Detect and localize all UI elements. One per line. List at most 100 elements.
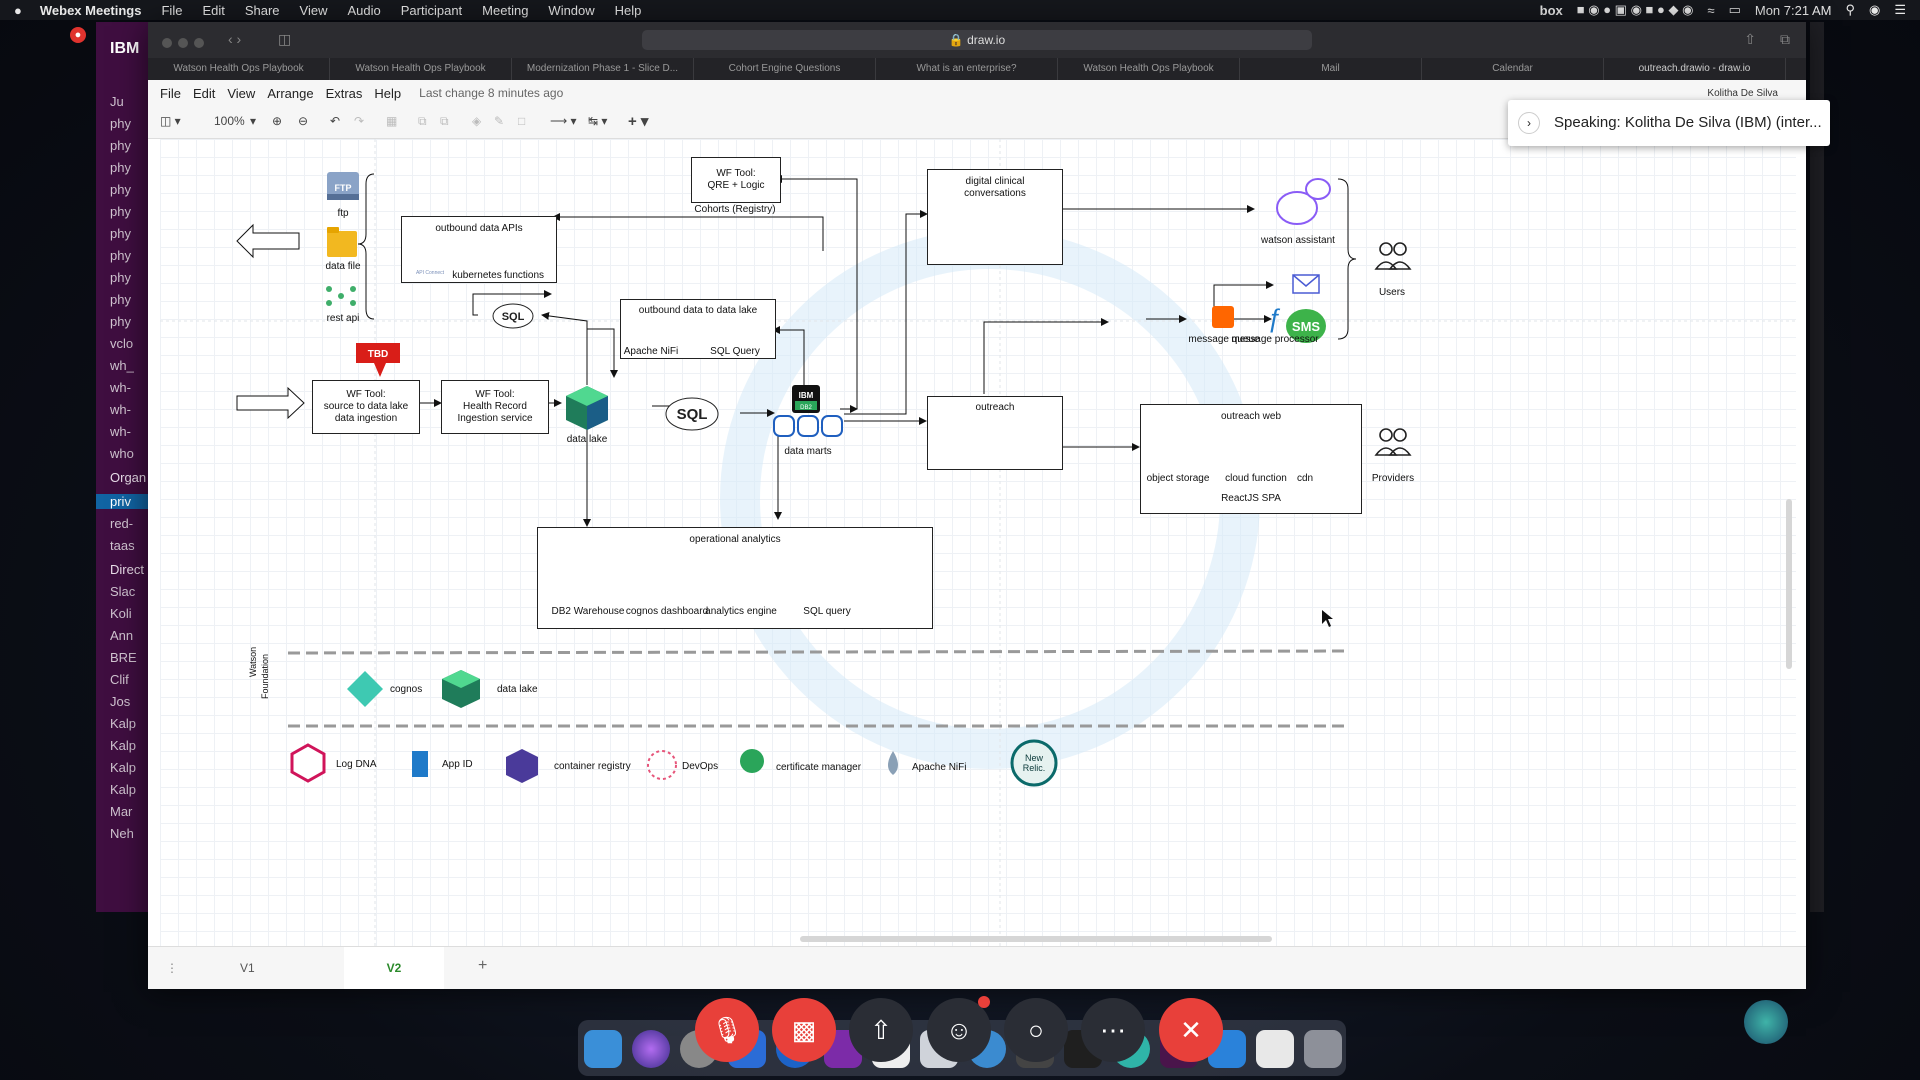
menu-meeting[interactable]: Meeting — [482, 2, 529, 18]
slack-sidebar-item[interactable]: Mar — [110, 804, 133, 819]
slack-org[interactable]: IBM — [110, 40, 140, 57]
chat-button[interactable]: ○ — [1004, 998, 1068, 1062]
slack-sidebar-item[interactable]: wh- — [110, 380, 131, 395]
clock[interactable]: Mon 7:21 AM — [1754, 2, 1832, 18]
slack-sidebar-item[interactable]: phy — [110, 248, 131, 263]
webex-record-icon[interactable]: ● — [70, 27, 86, 43]
notification-icon[interactable]: ☰ — [1894, 2, 1906, 17]
finder-icon[interactable] — [584, 1030, 622, 1068]
slack-sidebar-item[interactable]: Ann — [110, 628, 134, 643]
wf-health-box[interactable]: WF Tool: Health Record Ingestion service — [441, 380, 549, 434]
wf-qre-box[interactable]: WF Tool: QRE + Logic — [691, 157, 781, 203]
slack-sidebar-item[interactable]: Kalp — [110, 782, 137, 797]
browser-tab[interactable]: What is an enterprise? — [876, 58, 1058, 80]
outreach-web-box[interactable]: outreach web object storage cloud functi… — [1140, 404, 1362, 514]
slack-sidebar-item[interactable]: vclo — [110, 336, 134, 351]
add-page-icon[interactable]: + — [478, 957, 488, 974]
slack-sidebar-item[interactable]: Kalp — [110, 738, 137, 753]
format-panel-icon[interactable]: ◫ ▾ — [160, 114, 181, 128]
undo-icon[interactable]: ↶ — [330, 114, 341, 128]
zoom-in-icon[interactable]: ⊕ — [272, 114, 283, 128]
share-screen-button[interactable]: ⇧ — [849, 998, 913, 1062]
last-change[interactable]: Last change 8 minutes ago — [419, 86, 564, 100]
trash-icon[interactable] — [1304, 1030, 1342, 1068]
search-icon[interactable]: ⚲ — [1845, 2, 1855, 17]
redo-icon[interactable]: ↷ — [354, 114, 365, 128]
browser-tab[interactable]: Modernization Phase 1 - Slice D... — [512, 58, 694, 80]
menu-participant[interactable]: Participant — [400, 2, 463, 18]
slack-sidebar-item[interactable]: phy — [110, 116, 131, 131]
slack-sidebar-item[interactable]: phy — [110, 292, 131, 307]
document-icon[interactable] — [1256, 1030, 1294, 1068]
slack-sidebar-item[interactable]: Neh — [110, 826, 134, 841]
browser-tab[interactable]: outreach.drawio - draw.io — [1604, 58, 1786, 80]
waypoints-icon[interactable]: ↹ ▾ — [588, 114, 608, 128]
slack-sidebar-item[interactable]: Slac — [110, 584, 136, 599]
page-tab-v1[interactable]: V1 — [240, 961, 255, 975]
mute-button[interactable]: 🎙 — [695, 998, 759, 1062]
slack-sidebar-item[interactable]: Kalp — [110, 716, 137, 731]
slack-sidebar-item[interactable]: red- — [110, 516, 134, 531]
slack-sidebar-item[interactable]: taas — [110, 538, 135, 553]
slack-sidebar-item[interactable]: phy — [110, 226, 131, 241]
drawio-menu-view[interactable]: View — [227, 85, 256, 101]
browser-tab[interactable]: Mail — [1240, 58, 1422, 80]
shadow-icon[interactable]: □ — [518, 114, 526, 128]
speaking-indicator[interactable]: › Speaking: Kolitha De Silva (IBM) (inte… — [1508, 100, 1830, 146]
outreach-box[interactable]: outreach — [927, 396, 1063, 470]
to-front-icon[interactable]: ⧉ — [418, 114, 427, 128]
slack-sidebar-item[interactable]: Direct — [110, 562, 144, 577]
zoom-dropdown-icon[interactable]: ▾ — [250, 114, 257, 128]
menu-file[interactable]: File — [161, 2, 183, 18]
browser-tab[interactable]: Calendar — [1422, 58, 1604, 80]
page-tab-v2[interactable]: V2 — [344, 947, 444, 989]
siri-icon[interactable]: ◉ — [1869, 2, 1881, 17]
outbound-data-lake-box[interactable]: outbound data to data lake Apache NiFi S… — [620, 299, 776, 359]
slack-sidebar-item[interactable]: priv — [96, 494, 156, 509]
user-name[interactable]: Kolitha De Silva — [1707, 87, 1778, 99]
tabs-icon[interactable]: ⧉ — [1780, 31, 1790, 47]
menu-window[interactable]: Window — [548, 2, 595, 18]
browser-tab[interactable]: Watson Health Ops Playbook — [330, 58, 512, 80]
slack-sidebar-item[interactable]: who — [110, 446, 134, 461]
insert-icon[interactable]: + ▾ — [628, 113, 649, 130]
drawio-menu-extras[interactable]: Extras — [325, 85, 363, 101]
slack-sidebar-item[interactable]: wh- — [110, 424, 131, 439]
zoom-select[interactable]: 100% — [214, 114, 245, 128]
participants-button[interactable]: ☺ — [927, 998, 991, 1062]
status-icons[interactable]: ■ ◉ ● ▣ ◉ ■ ● ◆ ◉ — [1576, 2, 1694, 17]
slack-sidebar-item[interactable]: phy — [110, 270, 131, 285]
battery-icon[interactable]: ▭ — [1728, 2, 1741, 17]
slack-sidebar-item[interactable]: phy — [110, 138, 131, 153]
end-meeting-button[interactable]: ✕ — [1159, 998, 1223, 1062]
slack-sidebar-item[interactable]: Organ — [110, 470, 147, 485]
connection-icon[interactable]: ⟶ ▾ — [550, 114, 577, 128]
slack-sidebar-item[interactable]: phy — [110, 204, 131, 219]
fill-color-icon[interactable]: ◈ — [472, 114, 482, 128]
window-controls[interactable] — [162, 35, 210, 53]
app-name[interactable]: Webex Meetings — [39, 2, 142, 18]
wifi-icon[interactable]: ≈ — [1707, 2, 1715, 18]
zoom-out-icon[interactable]: ⊖ — [298, 114, 309, 128]
outbound-data-apis-box[interactable]: outbound data APIs API Connect kubernete… — [401, 216, 557, 283]
webex-self-view-icon[interactable] — [1744, 1000, 1788, 1044]
pages-menu-icon[interactable]: ⋮ — [166, 961, 178, 975]
drawio-canvas[interactable]: FTP SQL SQL — [160, 139, 1796, 946]
box-icon[interactable]: box — [1539, 2, 1563, 18]
share-icon[interactable]: ⇧ — [1744, 31, 1756, 47]
slack-sidebar-item[interactable]: phy — [110, 182, 131, 197]
slack-sidebar-item[interactable]: phy — [110, 314, 131, 329]
slack-sidebar-item[interactable]: wh_ — [110, 358, 134, 373]
slack-sidebar-item[interactable]: wh- — [110, 402, 131, 417]
slack-sidebar-item[interactable]: phy — [110, 160, 131, 175]
slack-sidebar-item[interactable]: BRE — [110, 650, 137, 665]
slack-sidebar-item[interactable]: Ju — [110, 94, 124, 109]
canvas-scrollbar[interactable] — [800, 936, 1272, 942]
wf-source-box[interactable]: WF Tool: source to data lake data ingest… — [312, 380, 420, 434]
siri-dock-icon[interactable] — [632, 1030, 670, 1068]
drawio-menu-file[interactable]: File — [160, 85, 181, 101]
url-bar[interactable]: 🔒 draw.io — [642, 30, 1312, 50]
drawio-menu-edit[interactable]: Edit — [192, 85, 216, 101]
delete-icon[interactable]: ▦ — [386, 114, 398, 128]
stop-video-button[interactable]: ▩ — [772, 998, 836, 1062]
